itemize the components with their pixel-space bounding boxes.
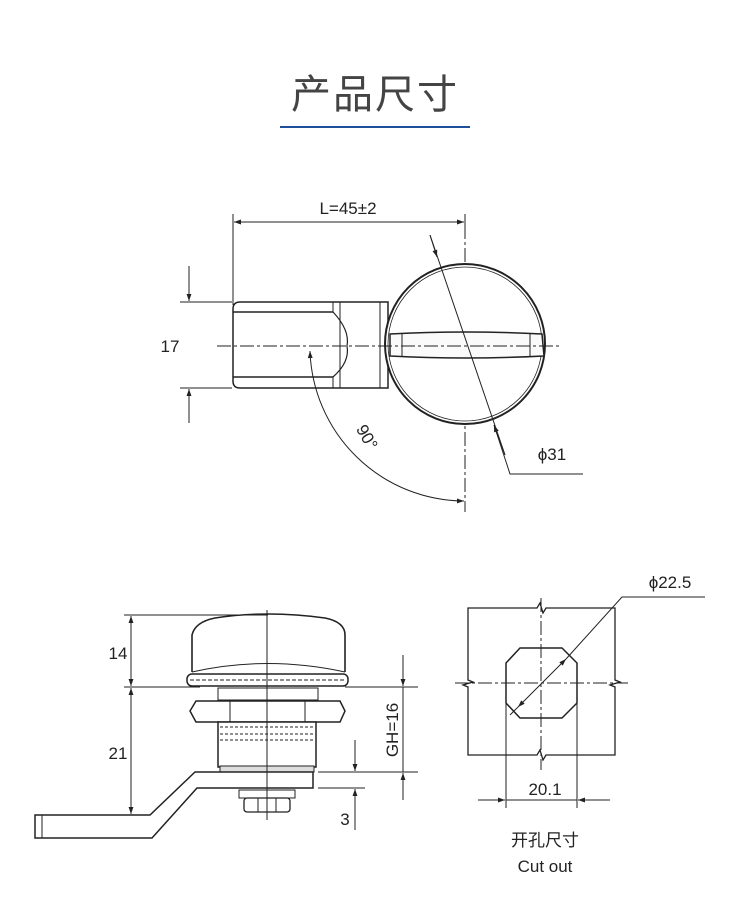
page-title: 产品尺寸 — [291, 72, 459, 118]
diameter-label: ϕ31 — [538, 445, 566, 464]
angle-arc — [307, 350, 465, 504]
cutout-caption-cn: 开孔尺寸 — [511, 831, 579, 851]
title-underline — [280, 126, 470, 128]
grip-label: GH=16 — [383, 703, 402, 757]
side-view — [34, 610, 418, 839]
height-label: 17 — [161, 337, 180, 356]
knob — [191, 613, 346, 672]
top-view — [180, 214, 583, 512]
panel-outline — [461, 601, 622, 762]
cam-body — [232, 301, 389, 389]
body-height-label: 21 — [109, 744, 128, 763]
cutout-view — [455, 596, 705, 808]
knob-height-label: 14 — [109, 644, 128, 663]
angle-label: 90° — [352, 421, 381, 453]
cutout-hole — [505, 647, 578, 719]
cutout-diameter-label: ϕ22.5 — [649, 573, 692, 592]
cutout-width-label: 20.1 — [528, 780, 561, 799]
length-label: L=45±2 — [319, 199, 376, 218]
cam-label: 3 — [340, 810, 349, 829]
cutout-caption-en: Cut out — [518, 857, 573, 876]
cam-lever — [34, 771, 314, 839]
